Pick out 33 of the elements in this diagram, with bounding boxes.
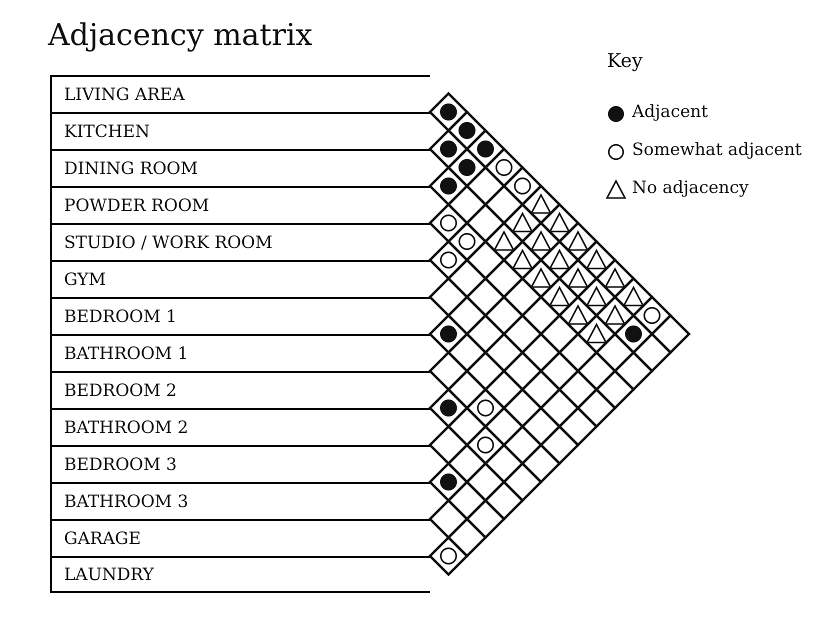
room-row [50, 556, 430, 593]
room-name: BEDROOM 1 [63, 306, 177, 326]
room-name: GYM [63, 270, 106, 290]
room-name: BATHROOM 2 [63, 418, 188, 438]
room-row [50, 408, 430, 445]
room-name: BATHROOM 3 [63, 492, 188, 512]
diagram-title: Adjacency matrix [48, 18, 312, 53]
legend-label: No adjacency [632, 178, 749, 198]
room-row [50, 334, 430, 371]
room-name: KITCHEN [63, 122, 150, 142]
room-row [50, 149, 430, 186]
room-name: BEDROOM 3 [63, 454, 177, 474]
room-row [50, 223, 430, 260]
room-row [50, 445, 430, 482]
room-row [50, 186, 430, 223]
legend-label: Somewhat adjacent [632, 140, 802, 160]
room-name: DINING ROOM [63, 158, 198, 178]
room-name: STUDIO / WORK ROOM [63, 232, 273, 252]
room-name: GARAGE [63, 528, 141, 548]
room-row [50, 260, 430, 297]
room-row [50, 519, 430, 556]
room-row [50, 482, 430, 519]
room-name: BATHROOM 1 [63, 344, 188, 364]
room-name: BEDROOM 2 [63, 380, 177, 400]
room-name: POWDER ROOM [63, 196, 210, 216]
room-row [50, 297, 430, 334]
room-name: LAUNDRY [63, 564, 154, 584]
key-heading: Key [607, 50, 643, 72]
room-row [50, 112, 430, 149]
room-name: LIVING AREA [63, 84, 185, 104]
room-row [50, 75, 430, 112]
room-row [50, 371, 430, 408]
legend-label: Adjacent [632, 102, 708, 122]
